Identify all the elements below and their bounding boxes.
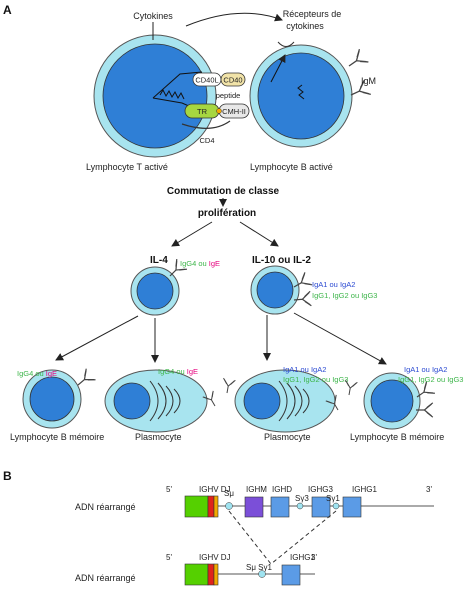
igm-label: IgM [361,76,376,86]
igg4-text: IgG4 ou [180,259,209,268]
hybrid-switch-region [258,570,266,578]
cytokine-arrow [185,12,283,27]
ighv-dj-label-2: IGHV DJ [199,553,231,562]
receptors-label-2: cytokines [286,21,324,31]
plasmocyte-left [104,369,208,433]
t-cell-signal-icon [159,88,185,100]
deletion-lines [228,510,337,565]
ighg1-label-2: IGHG1 [290,553,315,562]
panel-a-label: A [3,3,12,17]
ighv-segment-1 [184,495,209,518]
cd40-label: CD40 [223,76,242,85]
proliferation-title: prolifération [198,208,256,219]
igg4-text-3: IgG4 ou [158,367,187,376]
il4-isotype-label: IgG4 ou IgE [180,259,220,268]
three-prime-2: 3' [311,553,317,562]
cytokines-label: Cytokines [133,11,173,21]
ighg1-segment-1 [342,496,362,518]
igg-text-memory: IgG1, IgG2 ou IgG3 [398,375,463,384]
igg-text-plasmo: IgG1, IgG2 ou IgG3 [283,375,348,384]
plasmocyte-label-right: Plasmocyte [264,432,311,442]
d-segment-2 [207,563,215,586]
memory-b-label-right: Lymphocyte B mémoire [350,432,444,442]
b-cell-il4 [130,266,180,316]
j-segment-1 [213,495,219,518]
ighg1-segment-2 [281,564,301,586]
peptide-dot [216,108,222,114]
b-cell-il10 [250,265,300,315]
ighg1-label-1: IGHG1 [352,485,377,494]
cytokine-receptor-icon [277,41,295,47]
il4-label: IL-4 [150,255,168,266]
s-g3-region [296,502,304,510]
tcr-label: TR [197,107,208,116]
cd4-molecule [181,120,231,129]
s-mu-region-1 [225,502,233,510]
iga-text-memory: IgA1 ou IgA2 [404,365,447,374]
igg4-text-2: IgG4 ou [17,369,46,378]
mhc-ii-label: CMH-II [222,107,246,116]
iga-text: IgA1 ou IgA2 [312,280,355,289]
b-cell-signal-icon [297,84,305,100]
j-segment-2 [213,563,219,586]
memory-b-cell-left [22,369,82,429]
iga-text-plasmo: IgA1 ou IgA2 [283,365,326,374]
memory-isotype-left: IgG4 ou IgE [17,369,57,378]
igg-text: IgG1, IgG2 ou IgG3 [312,291,377,300]
plasmocyte-right [234,369,336,433]
ige-text-2: IgE [46,369,57,378]
ighm-label: IGHM [246,485,267,494]
memory-b-cell-right [363,372,421,430]
t-cell-label: Lymphocyte T activé [86,162,168,172]
ighg3-segment [311,496,331,518]
cd4-label: CD4 [199,136,214,145]
s-g3-label: Sγ3 [295,494,309,503]
s-mu-label-1: Sμ [224,489,234,498]
three-prime-1: 3' [426,485,432,494]
panel-b-label: B [3,469,12,483]
peptide-label: peptide [216,91,241,100]
s-mu-g1-label: Sμ Sγ1 [246,563,273,572]
plasmocyte-isotype-left: IgG4 ou IgE [158,367,198,376]
dna-row-2-label: ADN réarrangé [75,573,136,583]
ighg3-label: IGHG3 [308,485,333,494]
memory-b-label-left: Lymphocyte B mémoire [10,432,104,442]
s-g1-label: Sγ1 [326,494,340,503]
plasmocyte-label-left: Plasmocyte [135,432,182,442]
b-cell-label: Lymphocyte B activé [250,162,333,172]
il10-label: IL-10 ou IL-2 [252,255,311,266]
ige-text-3: IgE [187,367,198,376]
ige-text: IgE [209,259,220,268]
igm-antibody-icon [343,48,370,74]
ighv-segment-2 [184,563,209,586]
five-prime-2: 5' [166,553,172,562]
s-g1-region [332,502,340,510]
ighv-dj-label-1: IGHV DJ [199,485,231,494]
cd40l-label: CD40L [195,76,218,85]
secreted-antibody-icon-1 [220,377,236,395]
ighd-label: IGHD [272,485,292,494]
dna-row-1-label: ADN réarrangé [75,502,136,512]
ighd-segment [270,496,290,518]
cd40-molecule [220,72,246,87]
commutation-title: Commutation de classe [167,186,280,197]
d-segment-1 [207,495,215,518]
five-prime-1: 5' [166,485,172,494]
receptors-label-1: Récepteurs de [283,9,342,19]
ighm-segment [244,496,264,518]
